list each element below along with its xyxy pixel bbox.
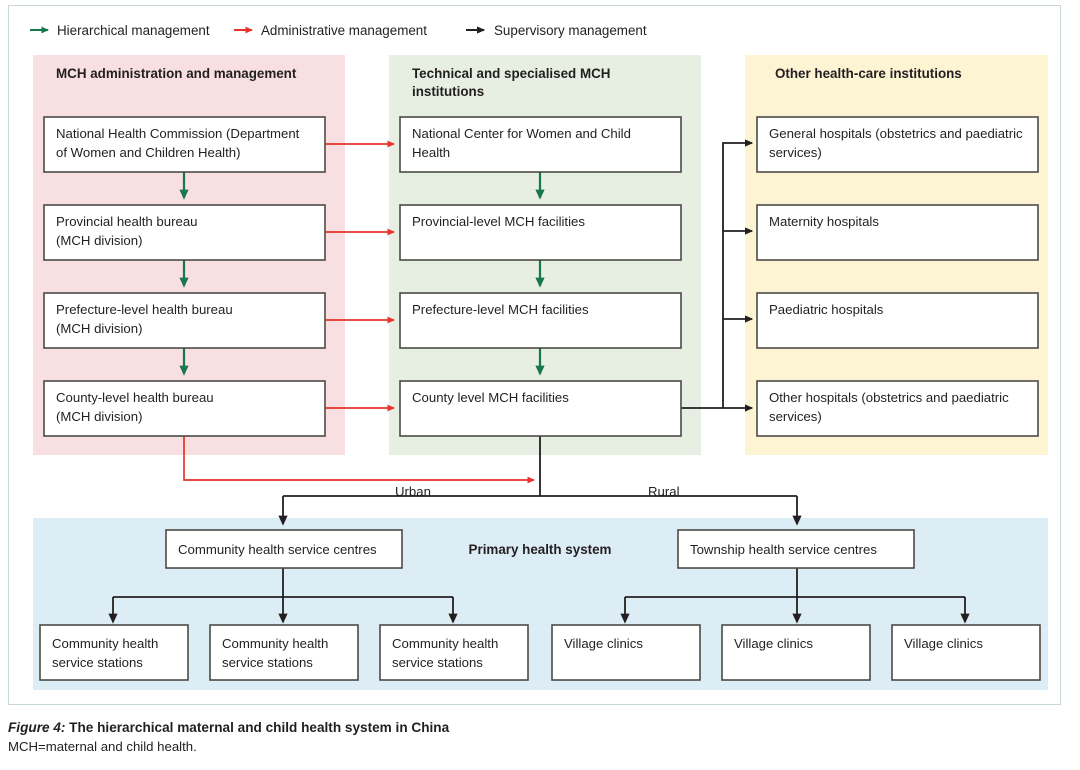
- urban-station-3[interactable]: Community health service stations: [379, 624, 529, 681]
- urban-station-2[interactable]: Community health service stations: [209, 624, 359, 681]
- other-node-1-line2: services): [769, 145, 822, 160]
- figure-number: Figure 4:: [8, 720, 66, 735]
- panel-header-primary: Primary health system: [469, 542, 612, 557]
- legend-label-administrative: Administrative management: [261, 23, 427, 38]
- rural-station-2-line1: Village clinics: [734, 636, 813, 651]
- technical-node-1-line2: Health: [412, 145, 450, 160]
- admin-node-4[interactable]: County-level health bureau (MCH division…: [43, 380, 326, 437]
- administrative-arrows: [183, 140, 536, 484]
- legend-label-supervisory: Supervisory management: [494, 23, 647, 38]
- legend-item-hierarchical: Hierarchical management: [30, 23, 210, 38]
- technical-node-3[interactable]: Prefecture-level MCH facilities: [399, 292, 682, 349]
- other-node-4-line1: Other hospitals (obstetrics and paediatr…: [769, 390, 1009, 405]
- admin-node-1-line1: National Health Commission (Department: [56, 126, 300, 141]
- urban-station-1-line1: Community health: [52, 636, 158, 651]
- other-node-2[interactable]: Maternity hospitals: [756, 204, 1039, 261]
- urban-station-2-line1: Community health: [222, 636, 328, 651]
- primary-urban-centre[interactable]: Community health service centres: [165, 529, 403, 569]
- urban-station-3-line1: Community health: [392, 636, 498, 651]
- rural-station-1-line1: Village clinics: [564, 636, 643, 651]
- panel-header-admin: MCH administration and management: [56, 66, 297, 81]
- primary-urban-centre-label: Community health service centres: [178, 542, 377, 557]
- technical-node-1[interactable]: National Center for Women and Child Heal…: [399, 116, 682, 173]
- admin-node-2[interactable]: Provincial health bureau (MCH division): [43, 204, 326, 261]
- urban-station-connectors: [108, 567, 458, 624]
- other-node-1-line1: General hospitals (obstetrics and paedia…: [769, 126, 1023, 141]
- admin-node-3-line2: (MCH division): [56, 321, 142, 336]
- legend-item-supervisory: Supervisory management: [466, 23, 647, 38]
- arrow-county-to-primary: [183, 436, 536, 484]
- urban-station-3-line2: service stations: [392, 655, 483, 670]
- admin-node-3-line1: Prefecture-level health bureau: [56, 302, 233, 317]
- admin-node-4-line2: (MCH division): [56, 409, 142, 424]
- primary-rural-centre-label: Township health service centres: [690, 542, 877, 557]
- urban-station-1-line2: service stations: [52, 655, 143, 670]
- urban-rural-trunk: Urban Rural: [278, 436, 802, 526]
- supervisory-arrows: [681, 139, 754, 412]
- other-node-4[interactable]: Other hospitals (obstetrics and paediatr…: [756, 380, 1039, 437]
- rural-station-connectors: [620, 567, 970, 624]
- admin-node-1-line2: of Women and Children Health): [56, 145, 240, 160]
- technical-node-2-line1: Provincial-level MCH facilities: [412, 214, 585, 229]
- technical-node-3-line1: Prefecture-level MCH facilities: [412, 302, 589, 317]
- legend-item-administrative: Administrative management: [234, 23, 427, 38]
- primary-rural-centre[interactable]: Township health service centres: [677, 529, 915, 569]
- figure-caption: Figure 4: The hierarchical maternal and …: [8, 718, 1048, 757]
- panel-header-technical-line1: Technical and specialised MCH: [412, 66, 610, 81]
- admin-node-2-line1: Provincial health bureau: [56, 214, 198, 229]
- other-node-1[interactable]: General hospitals (obstetrics and paedia…: [756, 116, 1039, 173]
- branch-label-rural: Rural: [648, 484, 680, 499]
- branch-label-urban: Urban: [395, 484, 431, 499]
- other-node-2-line1: Maternity hospitals: [769, 214, 879, 229]
- rural-station-1[interactable]: Village clinics: [551, 624, 701, 681]
- technical-node-2[interactable]: Provincial-level MCH facilities: [399, 204, 682, 261]
- rural-station-2[interactable]: Village clinics: [721, 624, 871, 681]
- panel-header-technical-line2: institutions: [412, 84, 484, 99]
- other-node-3[interactable]: Paediatric hospitals: [756, 292, 1039, 349]
- technical-node-4[interactable]: County level MCH facilities: [399, 380, 682, 437]
- admin-node-1[interactable]: National Health Commission (Department o…: [43, 116, 326, 173]
- admin-node-2-line2: (MCH division): [56, 233, 142, 248]
- admin-node-4-line1: County-level health bureau: [56, 390, 214, 405]
- legend-label-hierarchical: Hierarchical management: [57, 23, 210, 38]
- arrow-to-general-hospitals: [681, 139, 754, 409]
- urban-station-2-line2: service stations: [222, 655, 313, 670]
- panel-header-other: Other health-care institutions: [775, 66, 962, 81]
- diagram-canvas: Hierarchical management Administrative m…: [30, 23, 1048, 690]
- admin-node-3[interactable]: Prefecture-level health bureau (MCH divi…: [43, 292, 326, 349]
- other-node-3-line1: Paediatric hospitals: [769, 302, 884, 317]
- rural-station-3[interactable]: Village clinics: [891, 624, 1041, 681]
- figure-subtitle: MCH=maternal and child health.: [8, 739, 197, 755]
- legend: Hierarchical management Administrative m…: [30, 23, 647, 38]
- other-node-4-line2: services): [769, 409, 822, 424]
- rural-station-3-line1: Village clinics: [904, 636, 983, 651]
- technical-node-4-line1: County level MCH facilities: [412, 390, 569, 405]
- technical-node-1-line1: National Center for Women and Child: [412, 126, 631, 141]
- urban-station-1[interactable]: Community health service stations: [39, 624, 189, 681]
- figure-title: The hierarchical maternal and child heal…: [65, 720, 450, 735]
